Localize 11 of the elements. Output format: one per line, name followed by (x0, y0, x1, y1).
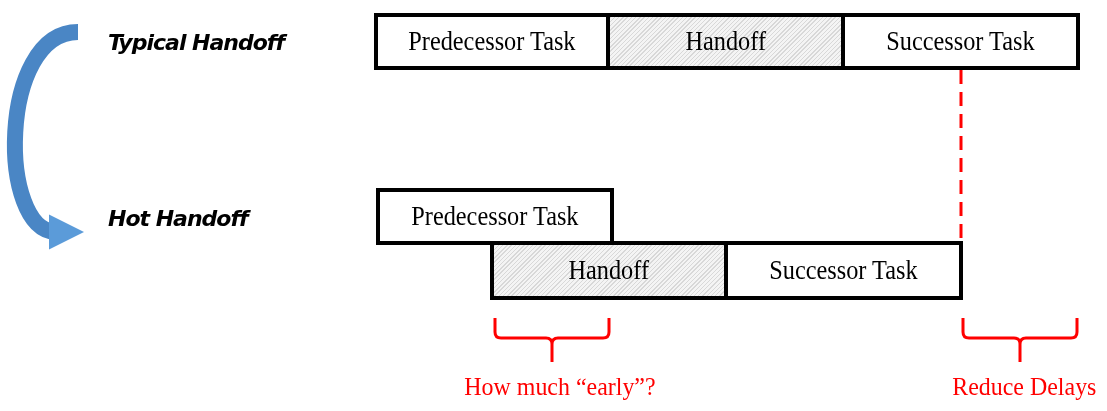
annotation-text: How much “early”? (464, 372, 656, 402)
bar-label: Successor Task (769, 255, 918, 286)
bar-label: Predecessor Task (411, 201, 579, 232)
task-bar (376, 188, 614, 245)
bar-label: Successor Task (886, 26, 1035, 57)
bar-label: Handoff (685, 26, 766, 57)
annotation-text: Reduce Delays (952, 372, 1097, 402)
dashed-guide-line (959, 70, 963, 241)
curved-arrow (7, 24, 83, 247)
bar-label: Handoff (568, 255, 650, 286)
bar-label: Predecessor Task (408, 26, 576, 57)
